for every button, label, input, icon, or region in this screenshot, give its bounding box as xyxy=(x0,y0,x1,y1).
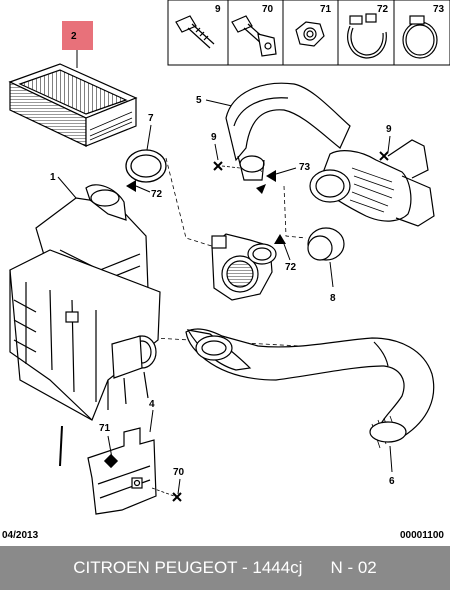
upper-intake-hose-5 xyxy=(225,82,435,227)
legend-label-71: 71 xyxy=(320,4,332,15)
callout-6: 6 xyxy=(389,476,395,487)
arrow-72-right xyxy=(274,234,286,244)
callout-1: 1 xyxy=(50,172,56,183)
legend-label-72: 72 xyxy=(377,4,389,15)
clamp-73-icon xyxy=(402,15,438,59)
air-filter-element xyxy=(8,63,138,147)
nut-marker-71 xyxy=(103,453,119,469)
footer-page-label: N - 02 xyxy=(330,558,377,577)
cross-marker-70 xyxy=(172,492,182,502)
bolt-9-icon xyxy=(175,15,215,49)
coupling-8 xyxy=(307,227,345,261)
part-2-highlight-box xyxy=(62,21,93,50)
callout-72-left: 72 xyxy=(151,189,163,200)
exploded-parts-diagram: 9 70 71 72 73 2 xyxy=(2,0,450,541)
callout-70-bottom: 70 xyxy=(173,467,185,478)
airflow-sensor xyxy=(211,233,277,301)
cross-marker-9-right xyxy=(379,151,389,161)
date-stamp: 04/2013 xyxy=(2,530,39,541)
cross-marker-9-left xyxy=(213,161,223,171)
legend-label-73: 73 xyxy=(433,4,445,15)
nut-71-icon xyxy=(295,21,325,47)
footer-brand-label: CITROEN PEUGEOT - 1444cj xyxy=(73,558,303,577)
bracket-4 xyxy=(87,427,157,515)
callout-9-left: 9 xyxy=(211,132,217,143)
lower-intake-hose-6 xyxy=(185,328,435,449)
small-parts-legend xyxy=(167,0,450,66)
callout-73-upper: 73 xyxy=(299,162,311,173)
seal-ring-7 xyxy=(125,149,167,183)
callout-8: 8 xyxy=(330,293,336,304)
callout-5: 5 xyxy=(196,95,202,106)
callout-9-right: 9 xyxy=(386,124,392,135)
bolt-70-icon xyxy=(231,15,277,57)
callout-2: 2 xyxy=(71,31,77,42)
reference-stamp: 00001100 xyxy=(400,530,444,541)
callout-72-right: 72 xyxy=(285,262,297,273)
legend-label-9: 9 xyxy=(215,4,221,15)
footer-bar: CITROEN PEUGEOT - 1444cj N - 02 xyxy=(0,546,450,590)
callout-4: 4 xyxy=(149,399,155,410)
callout-71-bottom: 71 xyxy=(99,423,111,434)
air-box-housing xyxy=(9,184,161,467)
callout-7: 7 xyxy=(148,113,154,124)
clamp-72-icon xyxy=(347,13,387,59)
arrow-73-upper xyxy=(266,170,276,182)
arrow-73-lower xyxy=(256,184,266,194)
legend-label-70: 70 xyxy=(262,4,274,15)
